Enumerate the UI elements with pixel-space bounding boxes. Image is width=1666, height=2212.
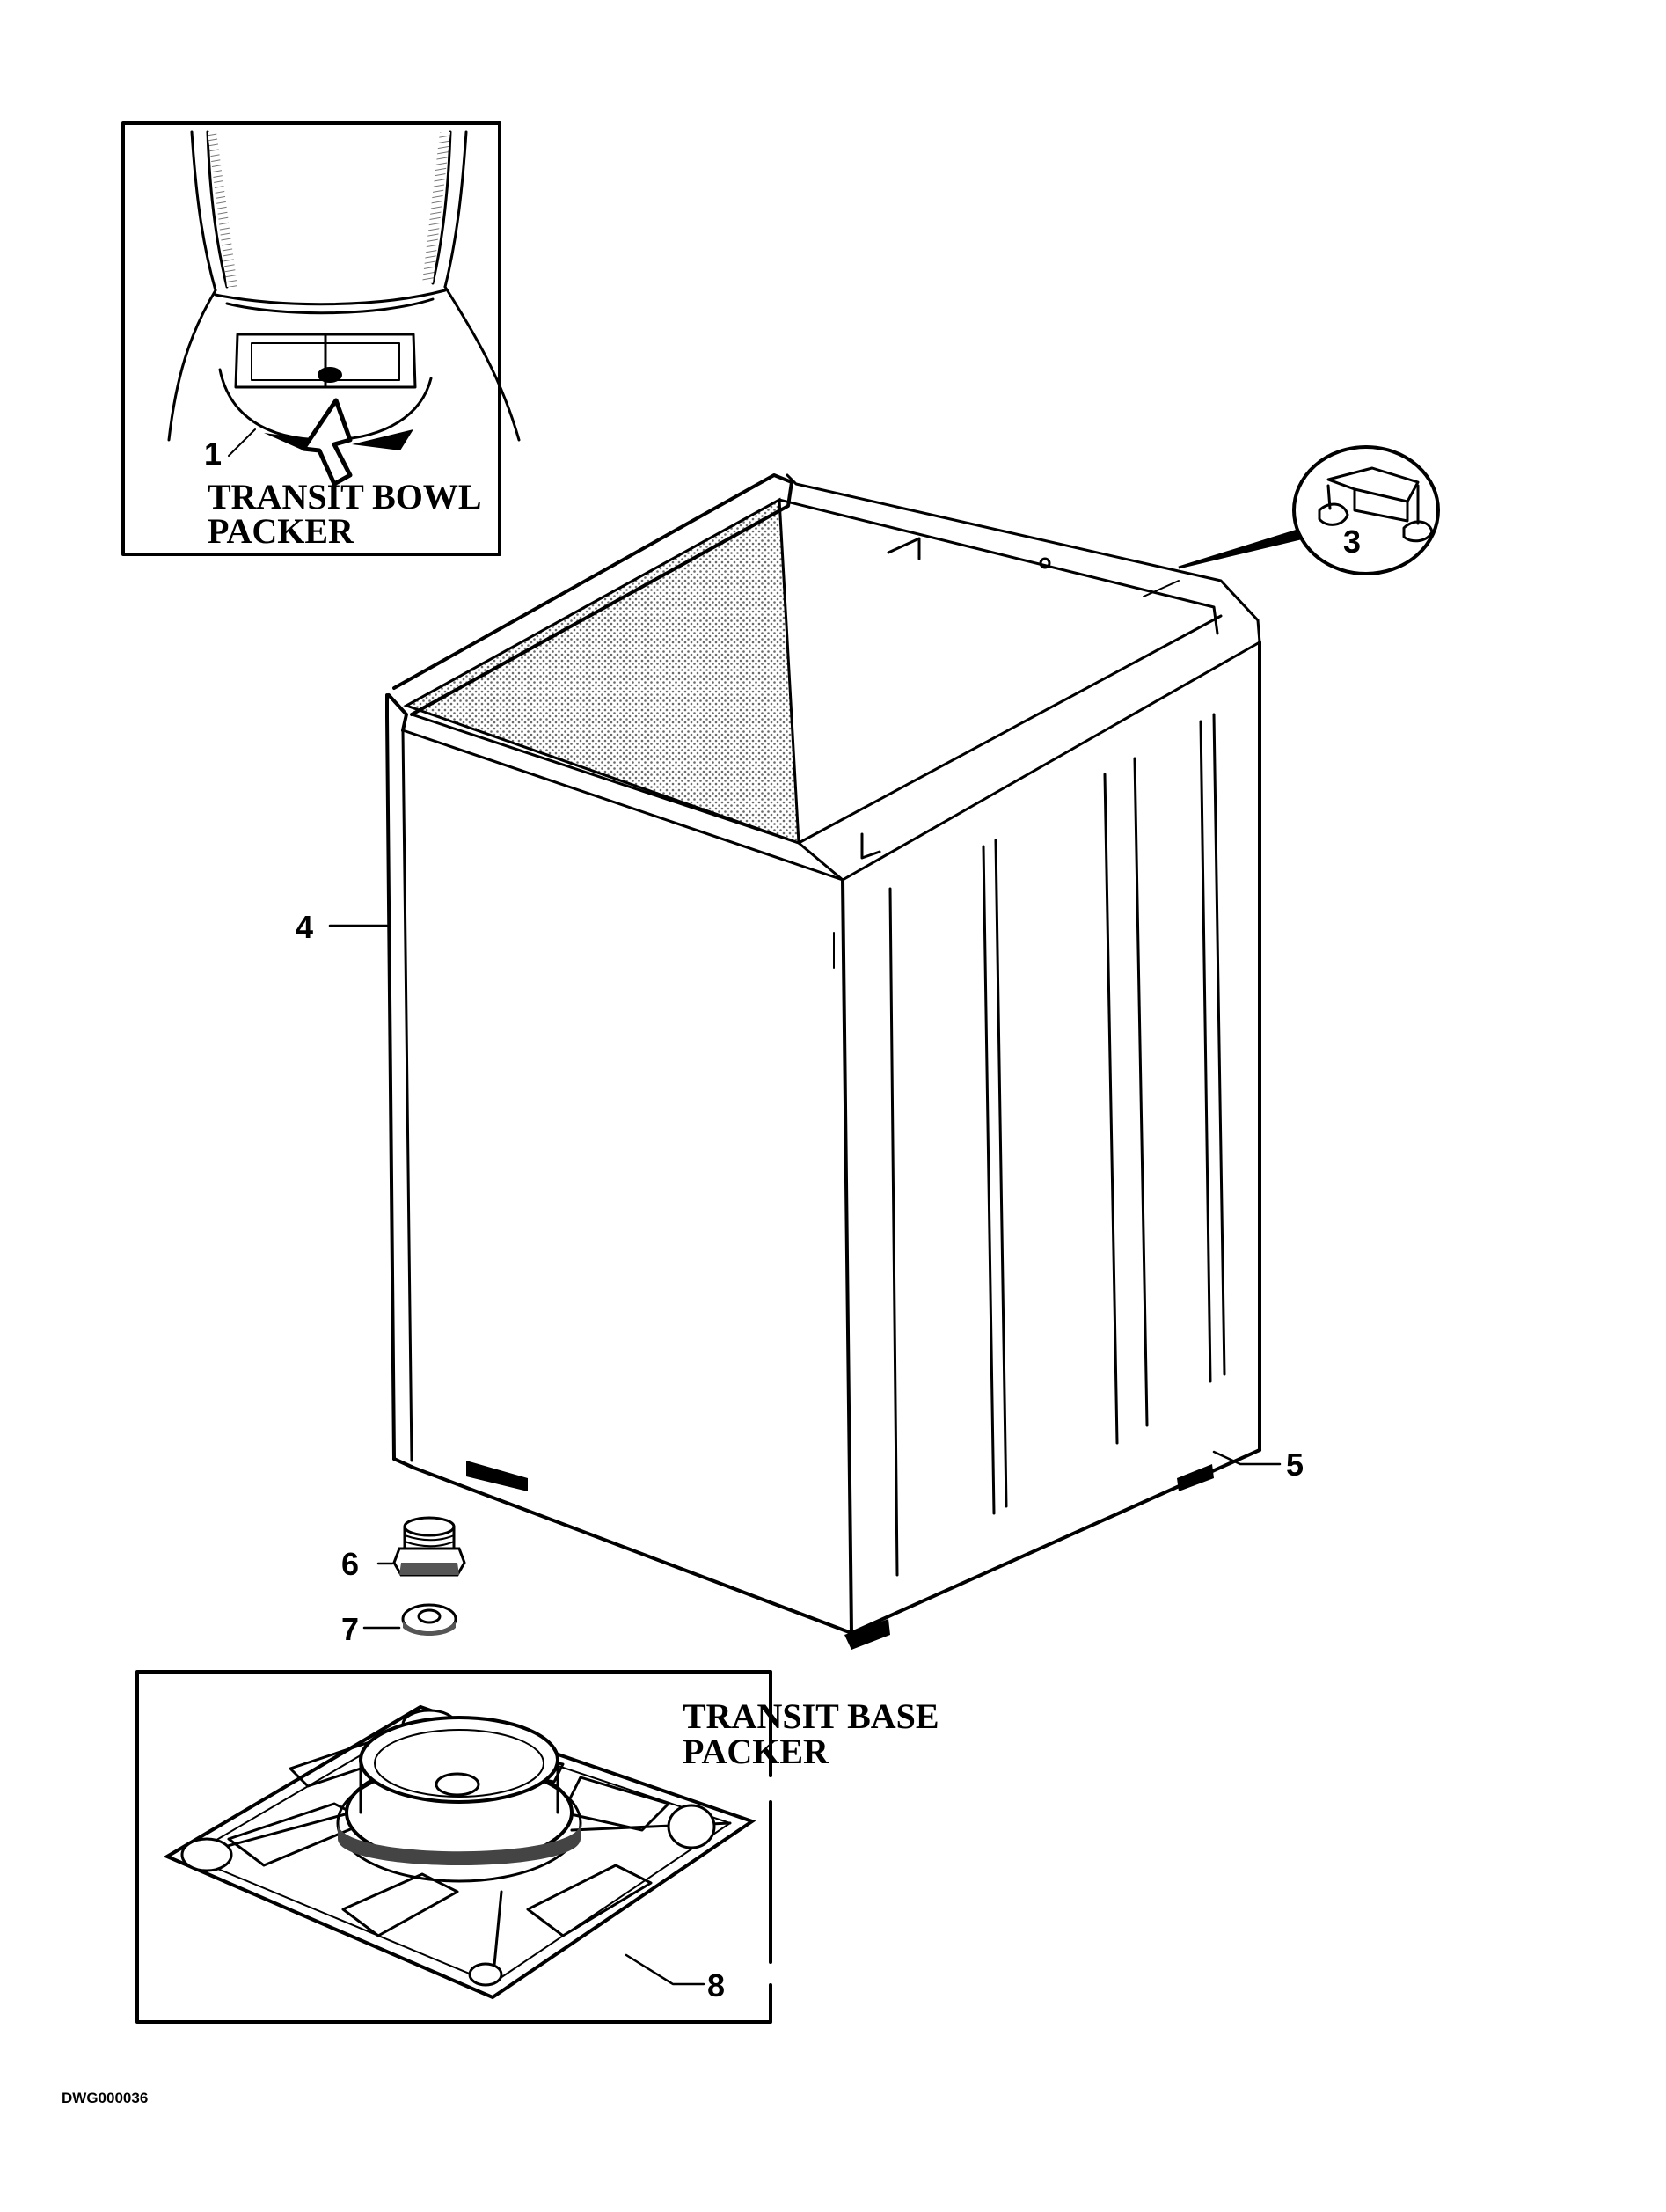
drawing-number: DWG000036 bbox=[62, 2090, 148, 2106]
cabinet bbox=[385, 473, 1261, 1650]
base-packer-label-line2: PACKER bbox=[683, 1732, 829, 1771]
callout-5: 5 bbox=[1286, 1447, 1304, 1483]
bowl-packer-label-line2: PACKER bbox=[208, 511, 354, 551]
bowl-packer-label-line1: TRANSIT BOWL bbox=[208, 477, 482, 516]
base-packer-inset: 8 TRANSIT BASE PACKER bbox=[135, 1670, 939, 2024]
bowl-packer-inset: 1 TRANSIT BOWL PACKER bbox=[121, 121, 521, 556]
callout-1: 1 bbox=[204, 436, 222, 472]
base-packer-label-line1: TRANSIT BASE bbox=[683, 1696, 939, 1736]
callout-4: 4 bbox=[296, 909, 313, 945]
clip-detail: 3 bbox=[1178, 445, 1440, 575]
plug-part: 6 bbox=[341, 1516, 466, 1582]
callout-5-leader bbox=[1212, 1450, 1282, 1466]
washer-part: 7 bbox=[341, 1603, 457, 1647]
callout-7: 7 bbox=[341, 1611, 359, 1647]
base-packer-frame bbox=[135, 1670, 772, 2024]
callout-6: 6 bbox=[341, 1546, 359, 1582]
callout-3: 3 bbox=[1343, 524, 1361, 560]
callout-8: 8 bbox=[707, 1967, 725, 2003]
bowl-packer-frame bbox=[121, 121, 501, 556]
